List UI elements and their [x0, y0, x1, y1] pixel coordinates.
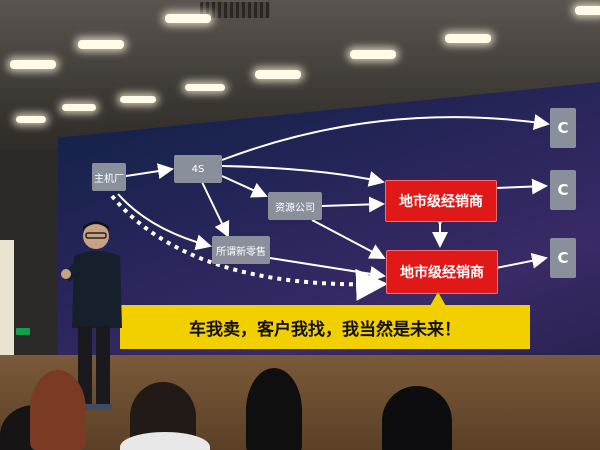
node-c3: C [550, 238, 576, 278]
ceiling-light [78, 40, 124, 49]
ceiling-light [10, 60, 56, 69]
arrow-oem-to-4s [125, 163, 174, 180]
arrow-dealer-top-to-c2 [495, 178, 548, 195]
node-oem: 主机厂 [92, 163, 126, 191]
arrow-oem-to-new-retail [117, 193, 212, 251]
ceiling-light [120, 96, 156, 103]
audience-shirt [120, 432, 210, 450]
ceiling-light [16, 116, 46, 123]
node-resource-company: 资源公司 [268, 192, 322, 220]
side-banner [0, 240, 14, 360]
ceiling-light [350, 50, 396, 59]
node-c2: C [550, 170, 576, 210]
arrow-4s-to-resource [221, 175, 268, 198]
audience-head [30, 370, 86, 450]
node-dealer-bottom: 地市级经销商 [386, 250, 498, 294]
arrow-resource-to-dealer-top [321, 196, 385, 213]
arrow-4s-to-new-retail [201, 181, 230, 238]
ceiling-light [255, 70, 301, 79]
node-c1: C [550, 108, 576, 148]
audience-head [382, 386, 452, 450]
ceiling-vent [200, 2, 270, 18]
node-4s: 4S [174, 155, 222, 183]
audience-head [246, 368, 302, 450]
ceiling-light [62, 104, 96, 111]
arrow-new-retail-to-dealer-bottom [269, 257, 386, 282]
node-dealer-top: 地市级经销商 [385, 180, 497, 222]
arrow-oem-dashed-to-dealer-bottom [110, 194, 388, 301]
exit-sign-icon [16, 328, 30, 335]
ceiling-light [575, 6, 600, 15]
node-new-retail: 所谓新零售 [212, 236, 270, 264]
ceiling-light [165, 14, 211, 23]
arrow-resource-to-dealer-bottom [311, 219, 386, 259]
slogan-banner: 车我卖，客户我找，我当然是未来！ [120, 305, 530, 349]
arrow-4s-to-dealer-top [221, 165, 385, 187]
arrow-dealer-bottom-to-c3 [495, 252, 548, 269]
ceiling-light [185, 84, 225, 91]
ceiling-light [445, 34, 491, 43]
arrow-4s-to-c1 [221, 114, 550, 161]
banner-tail [430, 292, 446, 306]
